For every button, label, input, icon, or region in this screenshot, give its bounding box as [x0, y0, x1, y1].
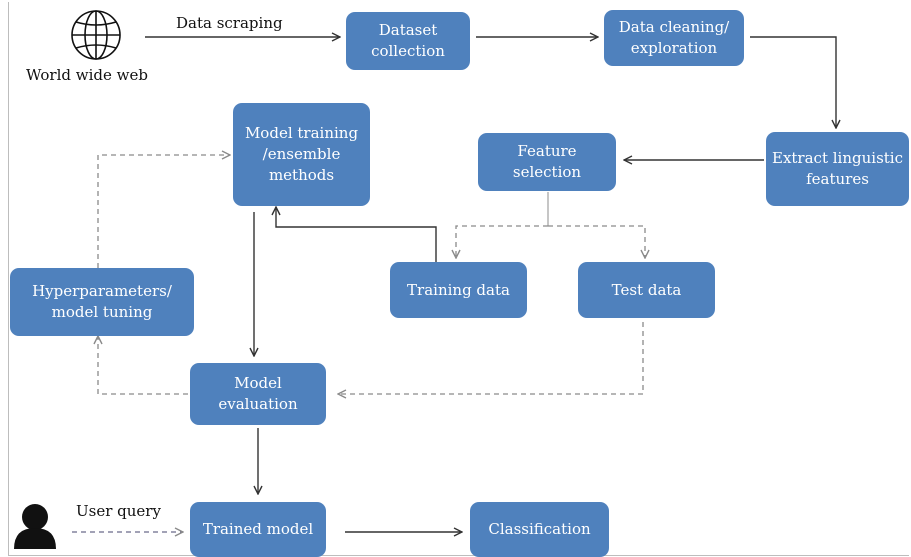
node-test-data: Test data — [578, 262, 715, 318]
node-training-data: Training data — [390, 262, 527, 318]
edge-test-to-evaluation — [338, 322, 644, 394]
edge-cleaning-to-extract — [750, 36, 836, 128]
node-trained-model: Trained model — [190, 502, 326, 557]
diagram-frame — [8, 2, 909, 556]
node-model-training: Model training /ensemble methods — [233, 103, 370, 206]
edge-evaluation-to-hyper — [98, 336, 188, 395]
node-model-evaluation: Model evaluation — [190, 363, 326, 425]
globe-icon — [71, 10, 121, 60]
node-hyperparameters: Hyperparameters/ model tuning — [10, 268, 194, 336]
node-classification: Classification — [470, 502, 609, 557]
node-data-cleaning: Data cleaning/ exploration — [604, 10, 744, 66]
edge-feature-to-training-data — [456, 225, 548, 258]
node-extract-linguistic-features: Extract linguistic features — [766, 132, 909, 206]
edge-feature-to-test-data — [548, 225, 645, 258]
world-wide-web-label: World wide web — [26, 66, 148, 84]
node-dataset-collection: Dataset collection — [346, 12, 470, 70]
user-icon — [14, 504, 56, 549]
user-query-label: User query — [76, 502, 161, 520]
edge-training-data-to-model — [276, 207, 437, 262]
data-scraping-label: Data scraping — [176, 14, 283, 32]
node-feature-selection: Feature selection — [478, 133, 616, 191]
edge-hyper-to-training — [97, 155, 230, 268]
